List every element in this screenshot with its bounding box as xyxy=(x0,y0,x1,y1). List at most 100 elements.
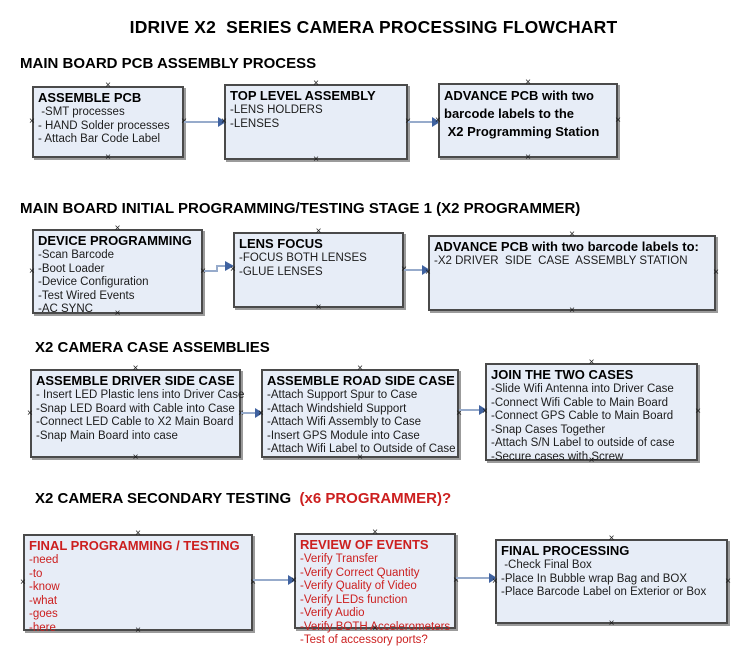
connection-handle-icon: × xyxy=(132,363,139,374)
flow-step-item: -Verify Quality of Video xyxy=(300,580,417,592)
flow-box-title: JOIN THE TWO CASES xyxy=(491,367,634,382)
flow-step-item: -FOCUS BOTH LENSES xyxy=(239,252,367,264)
flow-box-final-programming-testing: FINAL PROGRAMMING / TESTING -need -to -k… xyxy=(20,529,256,636)
flow-step-item: -Verify LEDs function xyxy=(300,593,408,606)
connection-handle-icon: × xyxy=(315,226,322,237)
flow-box-title: FINAL PROCESSING xyxy=(501,543,630,558)
section-heading-accent: (x6 PROGRAMMER)? xyxy=(295,490,452,507)
flow-box-title: barcode labels to the xyxy=(444,106,575,121)
connection-handle-icon: × xyxy=(525,152,531,163)
flow-step-item: -LENSES xyxy=(230,117,280,130)
section-heading-text: X2 CAMERA SECONDARY TESTING xyxy=(35,490,296,507)
flow-step-item: -Connect GPS Cable to Main Board xyxy=(491,410,674,422)
flow-step-item: -Snap LED Board with Cable into Case xyxy=(36,402,235,415)
flow-step-item: -Snap Main Board into case xyxy=(36,429,178,442)
flow-step-item: -AC SYNC xyxy=(38,303,93,315)
section-heading-initial-programming: MAIN BOARD INITIAL PROGRAMMING/TESTING S… xyxy=(20,200,581,217)
flow-step-item: -Attach Wifi Assembly to Case xyxy=(267,416,422,428)
flow-step-item: -Scan Barcode xyxy=(38,249,115,261)
flow-step-item: -Verify Correct Quantity xyxy=(300,566,420,579)
arrow-assemble-pcb-to-top-level xyxy=(184,117,226,127)
flow-box-final-processing: FINAL PROCESSING -Check Final Box -Place… xyxy=(492,534,731,629)
connection-handle-icon: × xyxy=(713,267,719,278)
flow-box-title: ASSEMBLE PCB xyxy=(38,90,142,105)
flow-box-assemble-road-side-case: ASSEMBLE ROAD SIDE CASE -Attach Support … xyxy=(258,364,462,463)
flow-step-item: -need xyxy=(29,554,59,566)
connection-handle-icon: × xyxy=(114,223,121,234)
connection-handle-icon: × xyxy=(132,452,139,463)
flow-step-item: -Attach Windshield Support xyxy=(267,402,407,415)
flow-step-item: -Verify Transfer xyxy=(300,553,378,565)
flow-step-item: -Connect LED Cable to X2 Main Board xyxy=(36,416,234,428)
flow-step-item: -Snap Cases Together xyxy=(491,423,606,436)
connection-handle-icon: × xyxy=(569,305,575,316)
flow-step-item: -Insert GPS Module into Case xyxy=(267,429,420,442)
connection-handle-icon: × xyxy=(135,528,141,539)
arrow-driver-case-to-road-case xyxy=(241,408,263,418)
flow-step-item: -what xyxy=(29,594,58,607)
flow-step-item: - HAND Solder processes xyxy=(38,119,170,132)
connection-handle-icon: × xyxy=(608,618,615,629)
connection-handle-icon: × xyxy=(313,78,319,89)
connection-handle-icon: × xyxy=(725,575,731,587)
flow-step-item: -Attach Wifi Label to Outside of Case xyxy=(267,443,456,455)
flow-step-item: -to xyxy=(29,567,43,580)
flow-step-item: -goes xyxy=(29,608,58,620)
connection-handle-icon: × xyxy=(615,114,621,126)
flow-step-item: -Verify Audio xyxy=(300,607,365,619)
connection-handle-icon: × xyxy=(569,229,575,240)
flow-box-review-of-events: REVIEW OF EVENTS -Verify Transfer -Verif… xyxy=(291,528,459,647)
flow-step-item: -Place Barcode Label on Exterior or Box xyxy=(501,586,707,598)
arrow-lens-focus-to-advance-pcb xyxy=(404,265,430,275)
flow-step-item: -know xyxy=(29,581,60,593)
flow-step-item: -LENS HOLDERS xyxy=(230,104,323,116)
connection-handle-icon: × xyxy=(525,77,531,88)
flow-box-lens-focus: LENS FOCUS -FOCUS BOTH LENSES -GLUE LENS… xyxy=(230,227,407,313)
flow-step-item: - Insert LED Plastic lens into Driver Ca… xyxy=(36,389,245,401)
flow-step-item: -GLUE LENSES xyxy=(239,265,323,278)
flow-box-assemble-driver-side-case: ASSEMBLE DRIVER SIDE CASE - Insert LED P… xyxy=(27,364,245,463)
connection-handle-icon: × xyxy=(372,527,378,538)
flow-box-title: FINAL PROGRAMMING / TESTING xyxy=(29,538,240,553)
flow-box-title: REVIEW OF EVENTS xyxy=(300,537,429,552)
flow-box-top-level-assembly: TOP LEVEL ASSEMBLY -LENS HOLDERS -LENSES… xyxy=(221,79,411,165)
arrow-device-programming-to-lens-focus xyxy=(204,261,234,272)
flow-box-assemble-pcb: ASSEMBLE PCB -SMT processes - HAND Solde… xyxy=(29,81,187,163)
flow-box-title: ASSEMBLE ROAD SIDE CASE xyxy=(267,373,455,388)
flow-step-item: -Slide Wifi Antenna into Driver Case xyxy=(491,383,674,395)
connection-handle-icon: × xyxy=(29,116,35,127)
flow-step-item: -Test of accessory ports? xyxy=(300,634,428,646)
connection-handle-icon: × xyxy=(27,407,33,419)
flow-box-device-programming: DEVICE PROGRAMMING -Scan Barcode -Boot L… xyxy=(29,224,206,319)
arrow-final-programming-to-review xyxy=(253,575,296,585)
flow-step-item: - Attach Bar Code Label xyxy=(38,133,161,145)
connection-handle-icon: × xyxy=(608,533,615,544)
flow-box-title: DEVICE PROGRAMMING xyxy=(38,233,192,248)
flow-step-item: -Attach S/N Label to outside of case xyxy=(491,437,675,449)
flow-step-item: -Secure cases with Screw xyxy=(491,450,624,463)
connection-handle-icon: × xyxy=(105,80,111,91)
connection-handle-icon: × xyxy=(105,152,111,163)
section-heading-case-assemblies: X2 CAMERA CASE ASSEMBLIES xyxy=(35,339,270,356)
arrow-review-to-final-processing xyxy=(456,573,497,583)
flow-step-item: -Place In Bubble wrap Bag and BOX xyxy=(501,572,688,585)
flow-step-item: -here xyxy=(29,621,56,634)
flow-step-item: -SMT processes xyxy=(38,106,125,118)
flow-box-join-the-two-cases: JOIN THE TWO CASES -Slide Wifi Antenna i… xyxy=(482,358,701,466)
connection-handle-icon: × xyxy=(315,302,322,313)
connection-handle-icon: × xyxy=(695,406,701,417)
flow-box-title: TOP LEVEL ASSEMBLY xyxy=(230,88,376,103)
flow-box-title: ADVANCE PCB with two xyxy=(444,88,594,103)
arrow-top-level-to-advance-pcb xyxy=(408,117,440,127)
connection-handle-icon: × xyxy=(357,363,363,374)
connection-handle-icon: × xyxy=(20,576,26,588)
flow-box-title: ASSEMBLE DRIVER SIDE CASE xyxy=(36,373,235,388)
flow-step-item: -Connect Wifi Cable to Main Board xyxy=(491,396,669,409)
connection-handle-icon: × xyxy=(313,154,319,165)
connection-handle-icon: × xyxy=(588,357,595,368)
flow-step-item: -Test Wired Events xyxy=(38,289,135,302)
flow-box-advance-to-programming-station: ADVANCE PCB with two barcode labels to t… xyxy=(435,78,621,163)
connection-handle-icon: × xyxy=(29,265,35,277)
flow-box-advance-to-assembly-station: ADVANCE PCB with two barcode labels to: … xyxy=(425,230,719,316)
